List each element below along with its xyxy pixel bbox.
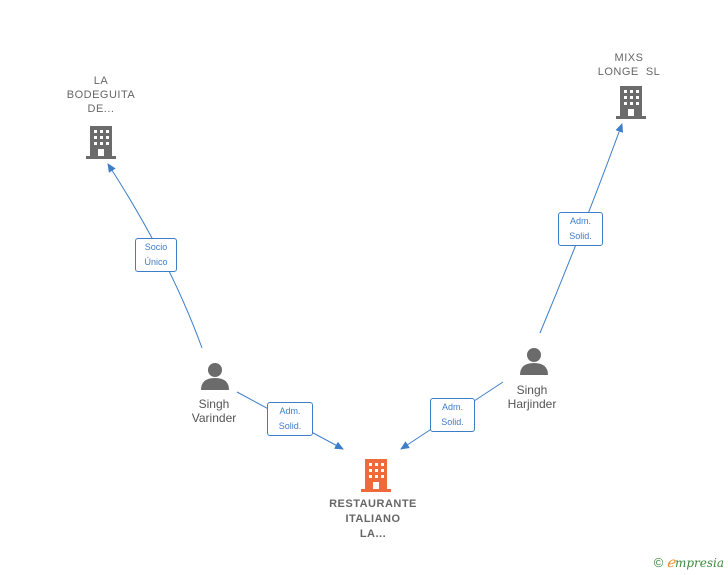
node-label-restaurante[interactable]: RESTAURANTE ITALIANO LA...	[329, 498, 417, 540]
brand-text: mpresia	[674, 556, 724, 570]
empresia-logo[interactable]: © ℯmpresia	[654, 555, 724, 571]
node-label-harjinder[interactable]: Singh Harjinder	[507, 383, 557, 411]
building-icon	[86, 126, 116, 159]
node-label-mixs[interactable]: MIXS LONGE SL	[597, 52, 661, 78]
edge-label-adm-solid: Adm. Solid.	[267, 402, 313, 436]
person-icon	[201, 363, 229, 390]
node-label-bodeguita[interactable]: LA BODEGUITA DE...	[66, 75, 136, 115]
brand-e: ℯ	[666, 555, 675, 571]
copyright-icon: ©	[653, 555, 664, 570]
person-icon	[520, 348, 548, 375]
edge-label-adm-solid: Adm. Solid.	[430, 398, 475, 432]
edge-label-socio-unico: Socio Único	[135, 238, 177, 272]
building-icon	[616, 86, 646, 119]
building-icon	[361, 459, 391, 492]
node-label-varinder[interactable]: Singh Varinder	[191, 397, 237, 425]
edge-label-adm-solid: Adm. Solid.	[558, 212, 603, 246]
